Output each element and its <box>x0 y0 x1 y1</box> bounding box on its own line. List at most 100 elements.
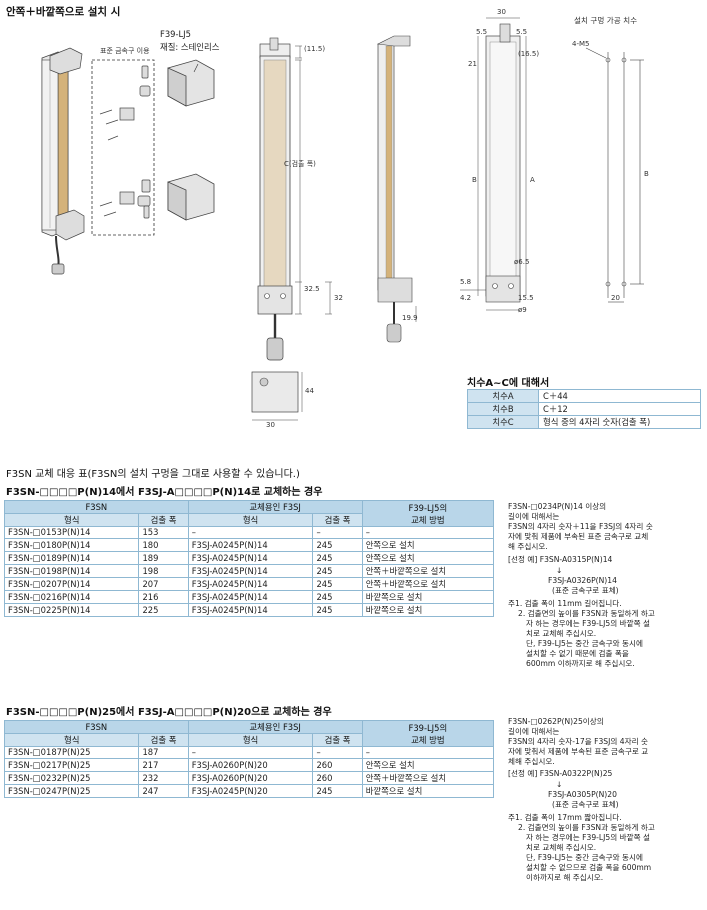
col-model: 형식 <box>3 733 140 747</box>
col-width: 검출 폭 <box>138 733 189 747</box>
dim-30-top: 30 <box>497 8 506 16</box>
mounting-holes-drawing <box>585 47 644 303</box>
note-line: F3SN-□0234P(N)14 이상의 <box>508 502 607 511</box>
method-header-l2: 교체 방법 <box>411 734 445 745</box>
dim-6-5: ø6.5 <box>514 258 530 266</box>
kit-material: 재질: 스테인리스 <box>160 42 220 52</box>
note-item: 설치할 수 없기 때문에 검출 폭을 <box>526 649 629 659</box>
cell-f3sj-width: 245 <box>312 589 363 604</box>
cell-f3sn-model: F3SN-□0180P(N)14 <box>3 537 140 552</box>
cell-f3sj-model: – <box>187 526 314 539</box>
cell-f3sn-width: 153 <box>138 526 189 539</box>
cell-f3sn-model: F3SN-□0216P(N)14 <box>3 589 140 604</box>
dims-val: 형식 중의 4자리 숫자(검출 폭) <box>538 415 701 429</box>
note-item: 치로 교체해 주십시오. <box>526 843 597 853</box>
col-model-f3sj: 형식 <box>187 513 314 527</box>
method-header-l1: F39-LJ5의 <box>408 722 448 733</box>
note-25: F3SN-□0262P(N)25이상의 길이에 대해서는 F3SN의 4자리 숫… <box>508 717 703 884</box>
cell-method: 바깥쪽으로 설치 <box>361 589 495 604</box>
cell-method: 안쪽으로 설치 <box>361 757 495 772</box>
dims-key: 치수A <box>467 389 539 403</box>
side-view-drawing <box>376 17 527 343</box>
cell-f3sn-width: 207 <box>138 576 189 591</box>
dim-5-5a: 5.5 <box>476 28 488 36</box>
col-width-f3sj: 검출 폭 <box>312 733 363 747</box>
dim-b: B <box>472 176 477 184</box>
note-item: 2. 검출면의 높이를 F3SN과 동일하게 하고 <box>518 822 655 832</box>
note-14: F3SN-□0234P(N)14 이상의 길이에 대해서는 F3SN의 4자리 … <box>508 502 703 670</box>
col-group-f3sj: 교체용인 F3SJ <box>187 500 363 514</box>
note-line: 체해 주십시오. <box>508 757 555 767</box>
cell-f3sj-width: 260 <box>312 757 363 772</box>
note-line: 길이에 대해서는 <box>508 727 560 737</box>
table2-heading: F3SN-□□□□P(N)25에서 F3SJ-A□□□□P(N)20으로 교체하… <box>6 707 332 718</box>
cell-f3sj-width: 260 <box>312 770 363 785</box>
cell-method: 안쪽으로 설치 <box>361 550 495 565</box>
cell-f3sj-width: 245 <box>312 576 363 591</box>
cell-f3sn-model: F3SN-□0187P(N)25 <box>3 746 140 759</box>
dim-b-holes: B <box>644 170 649 178</box>
dim-32: 32 <box>334 294 343 302</box>
dims-val: C＋44 <box>538 389 701 403</box>
note-line: 길이에 대해서는 <box>508 512 560 522</box>
note-line: F3SN-□0262P(N)25이상의 <box>508 717 604 726</box>
dims-val: C＋12 <box>538 402 701 416</box>
kit-model: F39-LJ5 <box>160 29 191 39</box>
cell-f3sn-width: 187 <box>138 746 189 759</box>
dim-5-5b: 5.5 <box>516 28 528 36</box>
cell-f3sj-width: 245 <box>312 563 363 578</box>
figure-mounting-holes: 설치 구멍 가공 치수 4-M5 B 20 <box>560 8 700 308</box>
cell-f3sj-model: F3SJ-A0245P(N)14 <box>187 576 314 591</box>
compat-table-25: F3SN 교체용인 F3SJ F39-LJ5의 교체 방법 형식 검출 폭 형식… <box>3 720 495 798</box>
table1-heading: F3SN-□□□□P(N)14에서 F3SJ-A□□□□P(N)14로 교체하는… <box>6 487 323 498</box>
dims-key: 치수C <box>467 415 539 429</box>
mounting-holes-title: 설치 구멍 가공 치수 <box>574 16 638 25</box>
sensor-kit-drawing <box>41 47 215 275</box>
col-group-method: F39-LJ5의 교체 방법 <box>361 720 495 747</box>
method-header-l2: 교체 방법 <box>411 514 445 525</box>
col-width-f3sj: 검출 폭 <box>312 513 363 527</box>
figure-kit: 표준 금속구 이용 F39-LJ5 재질: 스테인리스 <box>0 20 240 290</box>
note-line: F3SN의 4자리 숫자-17을 F3SJ의 4자리 숫 <box>508 737 648 747</box>
cell-method: 안쪽＋바깥쪽으로 설치 <box>361 770 495 785</box>
note-example-result: F3SJ-A0305P(N)20 <box>548 789 617 799</box>
cell-f3sj-width: 245 <box>312 602 363 617</box>
note-example-result: F3SJ-A0326P(N)14 <box>548 575 617 585</box>
note-item: 주1. 검출 폭이 11mm 길어집니다. <box>508 598 622 608</box>
cell-method: – <box>361 746 495 759</box>
cell-f3sj-model: F3SJ-A0260P(N)20 <box>187 757 314 772</box>
cell-f3sn-model: F3SN-□0198P(N)14 <box>3 563 140 578</box>
page-title: 안쪽＋바깥쪽으로 설치 시 <box>6 6 121 18</box>
cell-f3sj-width: 245 <box>312 783 363 798</box>
note-line: 해 주십시오. <box>508 542 548 552</box>
dim-bottom: 32.5 <box>304 285 320 293</box>
cell-f3sj-model: F3SJ-A0245P(N)14 <box>187 589 314 604</box>
cell-f3sj-width: 245 <box>312 550 363 565</box>
note-line: F3SN의 4자리 숫자＋11을 F3SJ의 4자리 숫 <box>508 522 653 532</box>
figure-front-view: (11.5) C(검출 폭) 32.5 32 44 30 <box>240 20 350 430</box>
cell-f3sj-model: F3SJ-A0245P(N)20 <box>187 783 314 798</box>
cell-f3sj-model: F3SJ-A0245P(N)14 <box>187 563 314 578</box>
cell-f3sn-width: 232 <box>138 770 189 785</box>
col-model-f3sj: 형식 <box>187 733 314 747</box>
holes-spec: 4-M5 <box>572 40 590 48</box>
note-item: 자 하는 경우에는 F39-LJ5의 바깥쪽 설 <box>526 619 650 629</box>
kit-label: 표준 금속구 이용 <box>100 47 150 55</box>
note-item: 설치할 수 없으므로 검출 폭을 600mm <box>526 863 652 873</box>
note-item: 치로 교체해 주십시오. <box>526 629 597 639</box>
col-width: 검출 폭 <box>138 513 189 527</box>
cell-method: 안쪽＋바깥쪽으로 설치 <box>361 576 495 591</box>
note-example-sub: (표준 금속구로 표체) <box>552 585 619 595</box>
note-arrow: ↓ <box>556 565 563 575</box>
cell-f3sn-model: F3SN-□0232P(N)25 <box>3 770 140 785</box>
